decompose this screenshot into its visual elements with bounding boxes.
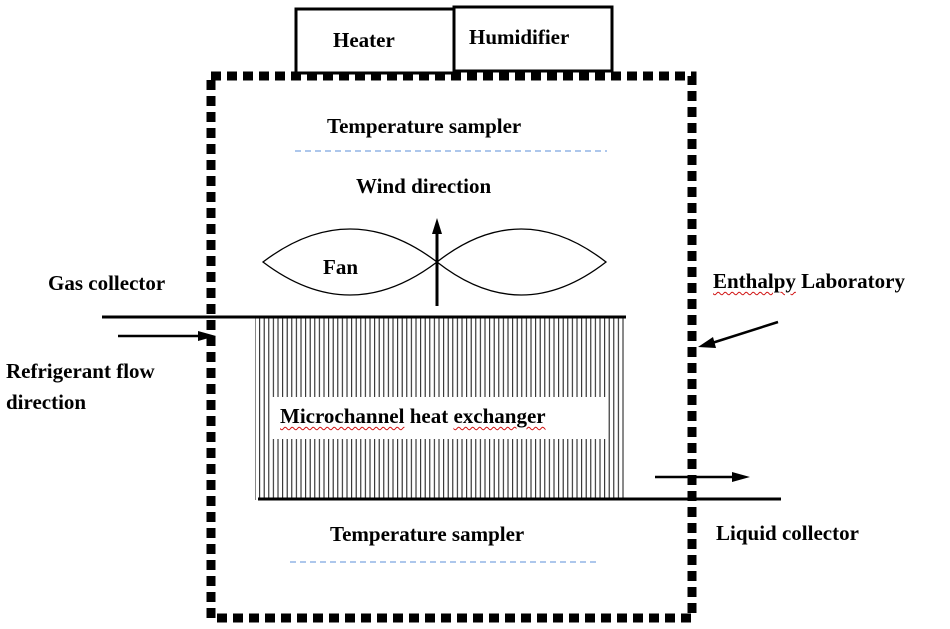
temp-sampler-bottom-label: Temperature sampler <box>330 522 525 546</box>
liquid-collector-label: Liquid collector <box>716 521 859 545</box>
refrigerant-outflow-arrowhead <box>732 472 750 482</box>
enthalpy-pointer-arrow <box>711 320 779 345</box>
enthalpy-laboratory-label: Enthalpy Laboratory <box>713 269 905 293</box>
exchanger-word: exchanger <box>453 404 546 428</box>
gas-collector-label: Gas collector <box>48 271 166 295</box>
heat-word: heat <box>404 404 454 428</box>
heater-box <box>294 7 456 75</box>
temp-sampler-top-label: Temperature sampler <box>327 114 522 138</box>
humidifier-label: Humidifier <box>469 25 570 49</box>
microchannel-word: Microchannel <box>280 404 405 428</box>
enthalpy-chamber <box>206 71 697 623</box>
enthalpy-pointer-arrowhead <box>698 337 716 348</box>
microchannel-heat-exchanger-label: Microchannel heat exchanger <box>280 404 546 428</box>
heater-label: Heater <box>333 28 395 52</box>
enthalpy-word: Enthalpy <box>713 269 796 293</box>
wind-direction-label: Wind direction <box>356 174 492 198</box>
humidifier-box <box>452 5 614 73</box>
fan-label: Fan <box>323 255 359 279</box>
laboratory-word: Laboratory <box>795 269 905 293</box>
fan-blade-right <box>435 228 608 296</box>
refrigerant-inflow-arrowhead <box>198 331 216 341</box>
wind-arrow-head <box>432 218 442 234</box>
refrigerant-flow-direction-label: Refrigerant flow direction <box>6 359 155 414</box>
mchx-label-background <box>272 397 608 439</box>
